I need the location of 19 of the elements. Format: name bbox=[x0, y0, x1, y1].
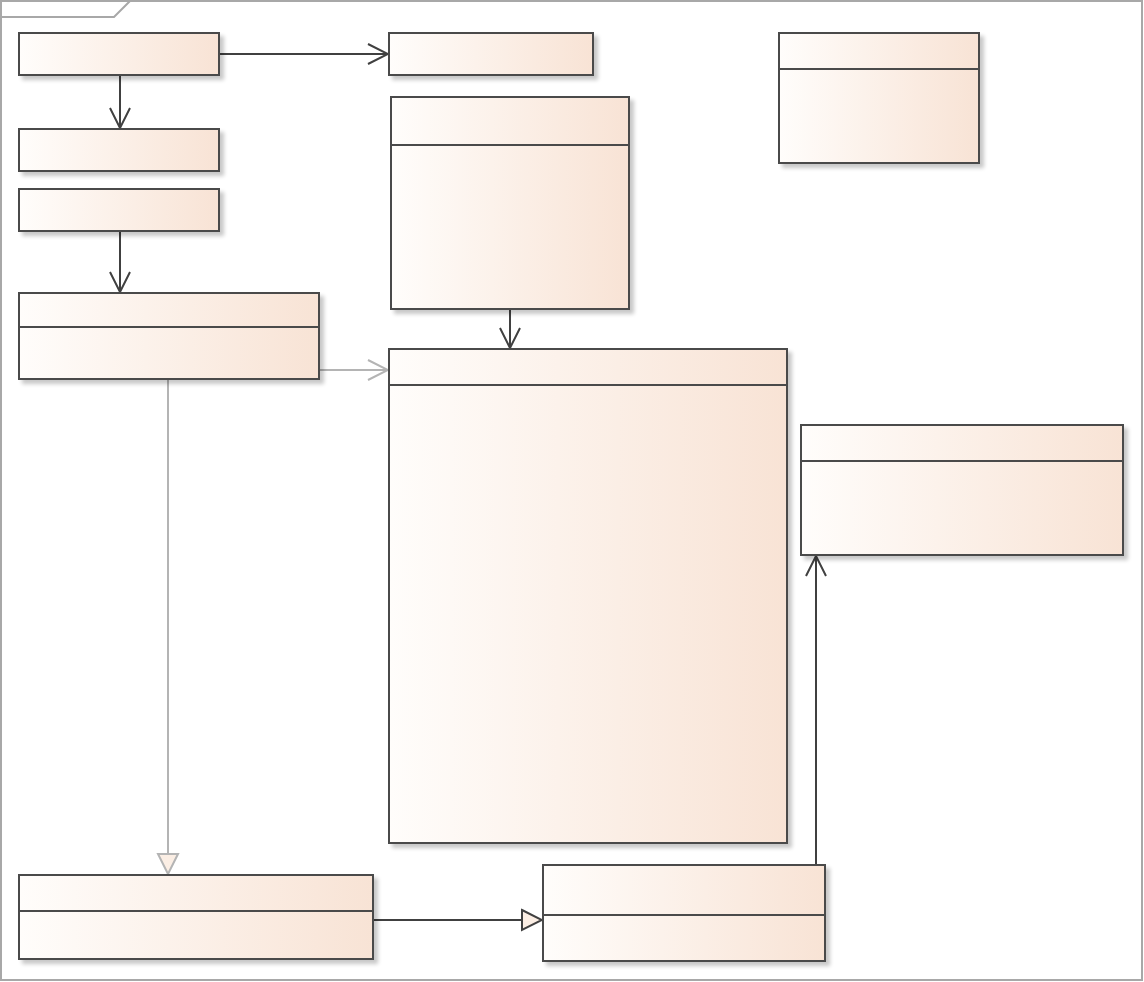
class-box bbox=[18, 32, 220, 76]
arrow bbox=[805, 555, 827, 865]
arrow bbox=[109, 231, 131, 293]
class-box bbox=[778, 32, 980, 164]
class-box bbox=[18, 128, 220, 172]
class-box bbox=[388, 348, 788, 844]
class-box bbox=[18, 188, 220, 232]
class-box bbox=[18, 874, 374, 960]
class-box bbox=[388, 32, 594, 76]
class-box bbox=[18, 292, 320, 380]
class-box bbox=[542, 864, 826, 962]
arrow bbox=[499, 309, 521, 349]
class-box bbox=[800, 424, 1124, 556]
class-box bbox=[390, 96, 630, 310]
generalization-arrow bbox=[373, 909, 543, 931]
generalization-arrow bbox=[157, 379, 179, 875]
arrow bbox=[109, 75, 131, 129]
arrow bbox=[319, 359, 389, 381]
arrow bbox=[219, 43, 389, 65]
